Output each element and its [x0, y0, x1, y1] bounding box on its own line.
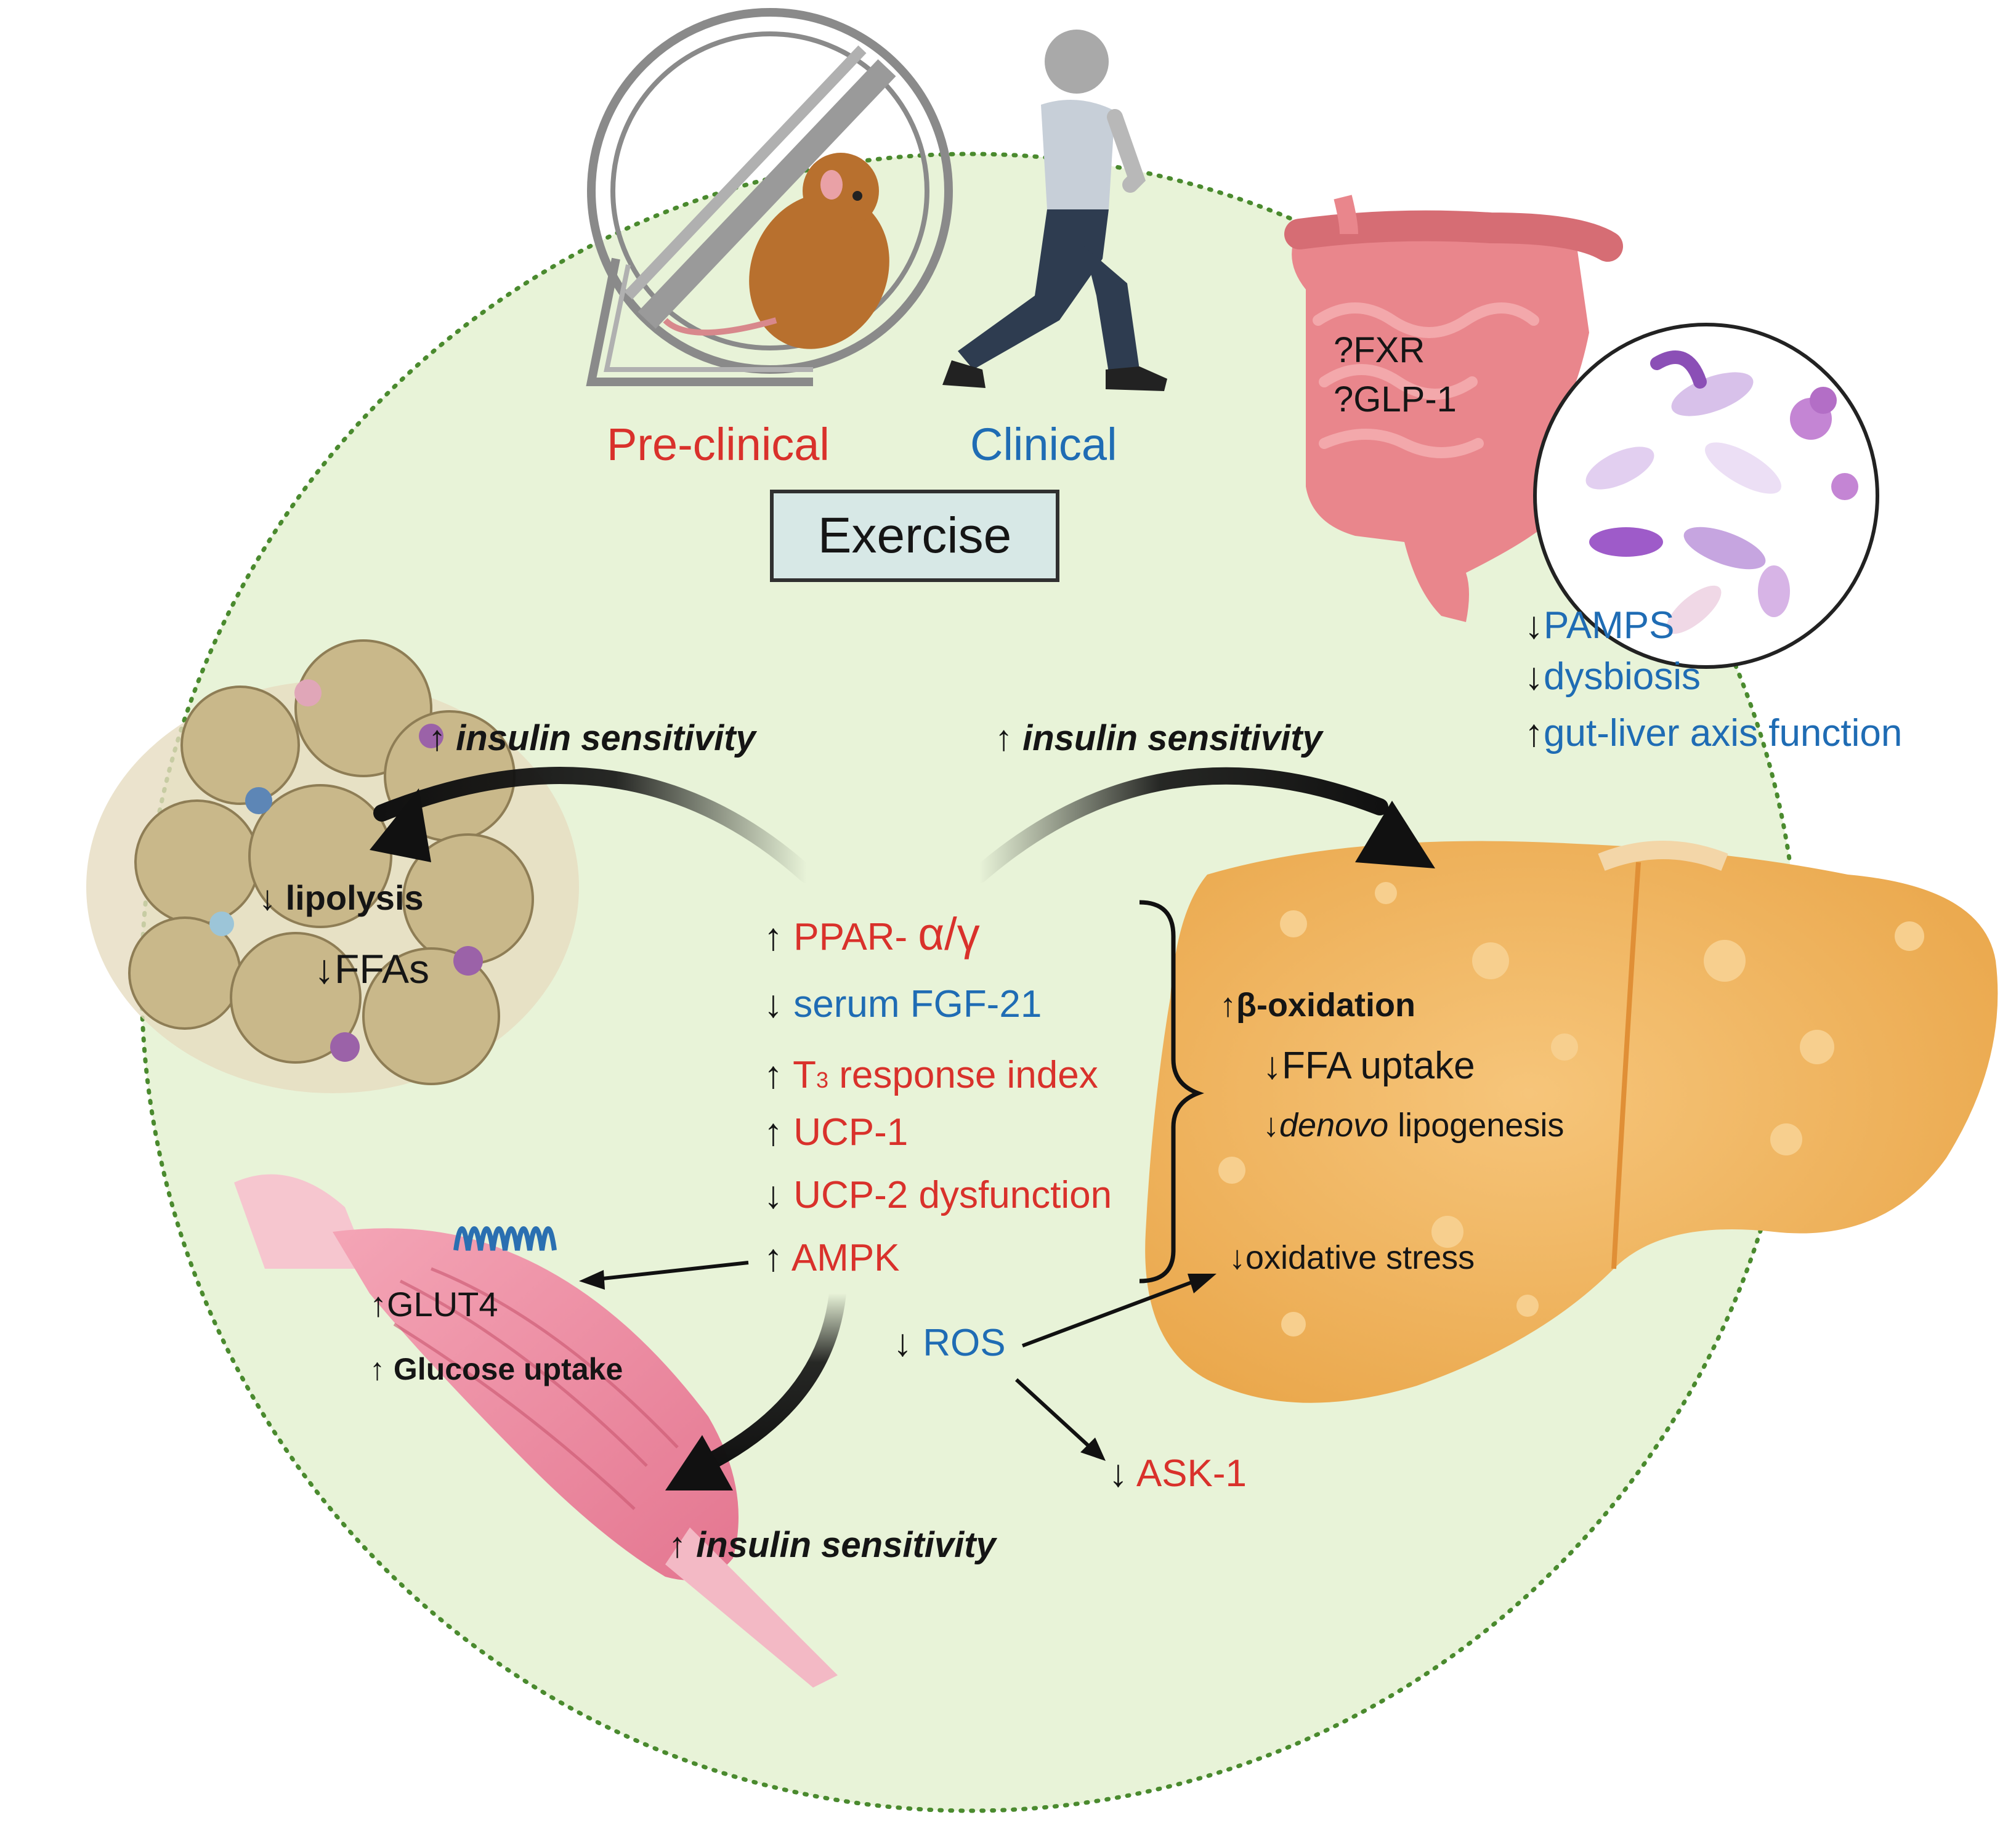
- fxr-label: ?FXR: [1334, 330, 1425, 370]
- glucose-uptake-row: ↑ Glucose uptake: [370, 1354, 623, 1385]
- arrow-to-adipose: [373, 767, 816, 883]
- insulin-muscle-label: insulin sensitivity: [696, 1525, 996, 1565]
- ffa-uptake-label: FFA uptake: [1282, 1045, 1475, 1087]
- t3-rest-label: response index: [839, 1054, 1098, 1096]
- insulin-adipose-label: insulin sensitivity: [456, 718, 756, 758]
- down-arrow-icon: ↓: [259, 878, 276, 917]
- denovo-row: ↓denovo lipogenesis: [1263, 1109, 1564, 1142]
- arrowhead-muscle: [665, 1435, 733, 1490]
- t3-label: T: [793, 1054, 816, 1096]
- oxidative-stress-row: ↓oxidative stress: [1229, 1241, 1475, 1274]
- curly-bracket: [1139, 900, 1204, 1284]
- insulin-muscle-row: ↑ insulin sensitivity: [668, 1527, 996, 1563]
- insulin-liver-row: ↑ insulin sensitivity: [995, 721, 1322, 756]
- insulin-adipose-row: ↑ insulin sensitivity: [428, 721, 756, 756]
- lipolysis-label: lipolysis: [285, 878, 424, 917]
- up-arrow-icon: ↑: [370, 1285, 387, 1324]
- ppar-greek-label: α/γ: [918, 908, 980, 960]
- insulin-liver-label: insulin sensitivity: [1022, 718, 1322, 758]
- up-arrow-icon: ↑: [370, 1352, 385, 1386]
- gut-liver-label: gut-liver axis function: [1544, 712, 1903, 754]
- up-arrow-icon: ↑: [428, 718, 446, 758]
- arrow-to-liver: [971, 767, 1388, 883]
- down-arrow-icon: ↓: [1263, 1045, 1282, 1087]
- down-arrow-icon: ↓: [1263, 1107, 1279, 1144]
- arrow-ros-oxidative: [1021, 1279, 1196, 1348]
- ffas-label: FFAs: [334, 946, 430, 992]
- ampk-row: ↑ AMPK: [764, 1239, 900, 1277]
- glut4-label: GLUT4: [387, 1285, 498, 1324]
- oxidative-stress-label: oxidative stress: [1245, 1239, 1475, 1276]
- down-arrow-icon: ↓: [1524, 655, 1544, 698]
- arrowhead-oxidative: [1188, 1274, 1216, 1293]
- clinical-label: Clinical: [970, 419, 1117, 470]
- up-arrow-icon: ↑: [1220, 987, 1236, 1024]
- arrow-ros-ask1: [1014, 1378, 1092, 1449]
- ampk-label: AMPK: [791, 1237, 900, 1279]
- down-arrow-icon: ↓: [1524, 604, 1544, 647]
- ppar-label: PPAR-: [793, 916, 908, 958]
- ros-label: ROS: [923, 1322, 1006, 1364]
- ffas-row: ↓FFAs: [314, 948, 429, 989]
- arrow-ampk-glut4: [591, 1261, 749, 1282]
- up-arrow-icon: ↑: [668, 1525, 686, 1565]
- pamps-label: PAMPS: [1544, 604, 1675, 647]
- down-arrow-icon: ↓: [1109, 1452, 1128, 1495]
- ask1-label: ASK-1: [1136, 1452, 1247, 1495]
- up-arrow-icon: ↑: [764, 1054, 783, 1096]
- walking-person-icon: [942, 30, 1167, 391]
- up-arrow-icon: ↑: [995, 718, 1013, 758]
- mouse-icon: [663, 153, 889, 349]
- lipogenesis-label: lipogenesis: [1398, 1107, 1565, 1144]
- exercise-label: Exercise: [817, 508, 1012, 564]
- denovo-label: denovo: [1279, 1107, 1389, 1144]
- glp1-label: ?GLP-1: [1334, 379, 1457, 419]
- ucp1-row: ↑ UCP-1: [764, 1114, 908, 1152]
- fgf21-row: ↓ serum FGF-21: [764, 985, 1042, 1024]
- exercise-box: Exercise: [770, 490, 1059, 582]
- down-arrow-icon: ↓: [893, 1322, 912, 1364]
- down-arrow-icon: ↓: [764, 983, 783, 1025]
- lipolysis-row: ↓ lipolysis: [259, 881, 424, 915]
- arrowhead-adipose: [370, 788, 431, 862]
- down-arrow-icon: ↓: [1229, 1239, 1245, 1276]
- up-arrow-icon: ↑: [764, 1111, 783, 1154]
- down-arrow-icon: ↓: [764, 1174, 783, 1216]
- intestine-icon: [1284, 195, 1623, 622]
- beta-oxidation-label: β-oxidation: [1236, 987, 1415, 1024]
- arrowhead-ask1: [1080, 1438, 1106, 1461]
- ppar-row: ↑ PPAR- α/γ: [764, 912, 980, 957]
- t3-row: ↑ T3 response index: [764, 1056, 1098, 1094]
- dysbiosis-row: ↓dysbiosis: [1524, 658, 1701, 696]
- t3-subscript: 3: [816, 1067, 829, 1093]
- ucp1-label: UCP-1: [793, 1111, 909, 1154]
- ucp2-row: ↓ UCP-2 dysfunction: [764, 1176, 1112, 1215]
- glut4-row: ↑GLUT4: [370, 1287, 498, 1322]
- glucose-uptake-label: Glucose uptake: [393, 1352, 623, 1386]
- fgf21-label: serum FGF-21: [793, 983, 1042, 1025]
- up-arrow-icon: ↑: [764, 1237, 783, 1279]
- muscle-icon: [234, 1174, 838, 1688]
- arrowhead-glut4: [579, 1270, 605, 1290]
- beta-oxidation-row: ↑β-oxidation: [1220, 989, 1415, 1022]
- gut-liver-row: ↑gut-liver axis function: [1524, 714, 1902, 753]
- ucp2-label: UCP-2 dysfunction: [793, 1174, 1112, 1216]
- up-arrow-icon: ↑: [1524, 712, 1544, 754]
- glut4-receptor-icon: [453, 1226, 557, 1251]
- dysbiosis-label: dysbiosis: [1544, 655, 1701, 698]
- arrow-to-muscle: [694, 1285, 846, 1474]
- arrowhead-liver: [1355, 801, 1435, 868]
- liver-icon: [1145, 841, 1998, 1403]
- ffa-uptake-row: ↓FFA uptake: [1263, 1047, 1475, 1085]
- hamster-wheel-icon: [586, 8, 953, 386]
- preclinical-label: Pre-clinical: [607, 419, 830, 470]
- pamps-row: ↓PAMPS: [1524, 607, 1674, 645]
- ask1-row: ↓ ASK-1: [1109, 1455, 1247, 1493]
- microbiome-circle-icon: [1533, 323, 1879, 669]
- down-arrow-icon: ↓: [314, 946, 334, 992]
- ros-row: ↓ ROS: [893, 1324, 1006, 1362]
- up-arrow-icon: ↑: [764, 916, 783, 958]
